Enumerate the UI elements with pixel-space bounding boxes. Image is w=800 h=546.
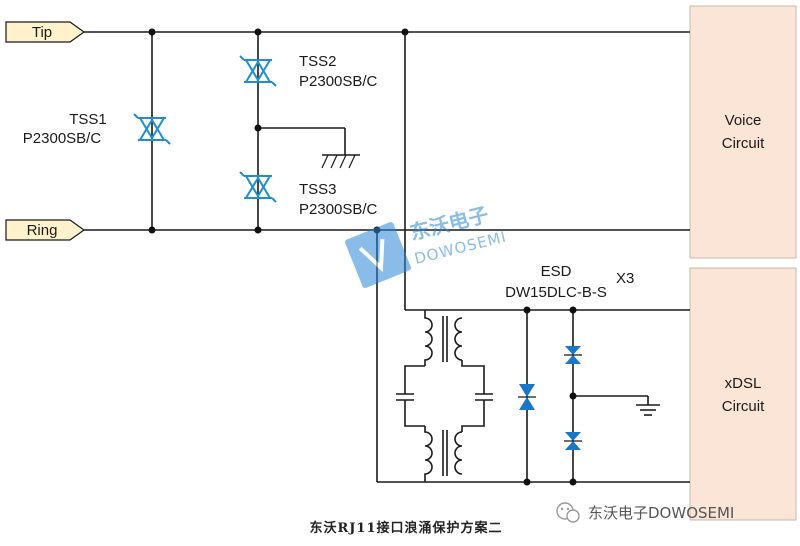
tip-port: Tip [5,21,86,43]
tss1-part: P2300SB/C [23,130,102,147]
xdsl-circuit-block: xDSL Circuit [689,267,797,521]
junction-dots [148,28,577,486]
wechat-icon [556,502,580,523]
tss1-branch: TSS1 P2300SB/C [23,32,171,230]
voice-block-line1: Voice [725,112,762,129]
esd-count: X3 [616,270,634,287]
voice-block-line2: Circuit [722,135,765,152]
tss3-symbol [239,171,277,203]
tss1-symbol [133,113,171,145]
esd-part: DW15DLC-B-S [505,284,607,301]
wechat-credit-text: 东沃电子DOWOSEMI [588,504,734,522]
tip-label: Tip [32,24,52,41]
tss2-symbol [239,55,277,87]
esd-to-ground [564,310,660,482]
ring-port: Ring [5,219,86,241]
esd-ground-icon [636,404,660,416]
tss3-part: P2300SB/C [299,201,378,218]
tss2-part: P2300SB/C [299,73,378,90]
tss1-name: TSS1 [69,111,107,128]
figure-caption: 东沃RJ11接口浪涌保护方案二 [309,520,502,536]
voice-circuit-block: Voice Circuit [689,5,797,259]
tss-ground-icon [321,154,360,169]
xdsl-block-line1: xDSL [725,375,762,392]
esd-name: ESD [541,263,572,280]
xdsl-block-line2: Circuit [722,398,765,415]
wechat-credit: 东沃电子DOWOSEMI [556,502,734,523]
tss3-name: TSS3 [299,181,337,198]
dowosemi-logo-icon [345,222,411,288]
ring-label: Ring [27,222,58,239]
tss2-tss3-branch: TSS2 P2300SB/C TSS3 P2300SB/C [239,32,378,230]
esd-line-to-line [518,310,536,482]
tss2-name: TSS2 [299,53,337,70]
transformer [396,310,493,482]
